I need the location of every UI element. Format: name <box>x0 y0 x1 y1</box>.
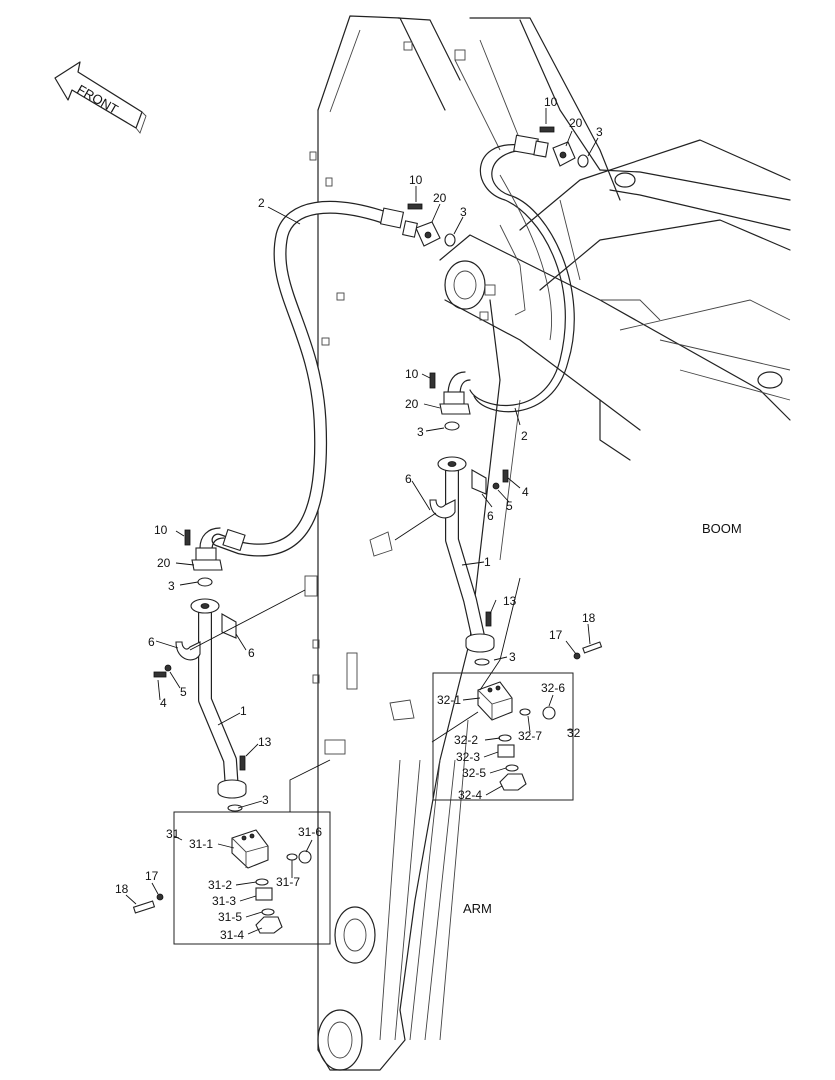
part-31-4: 31-4 <box>220 928 244 942</box>
label-1: 1 <box>484 555 491 569</box>
label-3: 3 <box>596 125 603 139</box>
hose-end-upper-right <box>513 134 549 158</box>
label-5: 5 <box>180 685 187 699</box>
part-31-2: 31-2 <box>208 878 232 892</box>
part-31-5: 31-5 <box>218 910 242 924</box>
label-4: 4 <box>160 696 167 710</box>
label-1: 1 <box>240 704 247 718</box>
bolt-18-left <box>132 893 164 914</box>
part-31-7: 31-7 <box>276 875 300 889</box>
label-20: 20 <box>433 191 447 205</box>
bolt-10-b <box>407 203 423 210</box>
part-32-2: 32-2 <box>454 733 478 747</box>
leader-lines <box>125 108 599 935</box>
group-31-number: 31 <box>166 827 180 841</box>
part-32-1: 32-1 <box>437 693 461 707</box>
label-18: 18 <box>582 611 596 625</box>
label-6: 6 <box>487 509 494 523</box>
part-31-1: 31-1 <box>189 837 213 851</box>
label-6: 6 <box>148 635 155 649</box>
label-13: 13 <box>258 735 272 749</box>
label-10: 10 <box>409 173 423 187</box>
label-3: 3 <box>509 650 516 664</box>
part-32-5: 32-5 <box>462 766 486 780</box>
part-32-7: 32-7 <box>518 729 542 743</box>
elbow-right <box>439 371 471 431</box>
clamp-6-right <box>429 469 509 519</box>
label-3: 3 <box>262 793 269 807</box>
arm-structure <box>304 15 621 1071</box>
label-13: 13 <box>503 594 517 608</box>
group-32-valve-assembly <box>432 672 574 801</box>
label-3: 3 <box>460 205 467 219</box>
label-17: 17 <box>145 869 159 883</box>
clamp-6-left <box>153 613 237 678</box>
group-32-number: 32 <box>567 726 581 740</box>
label-6: 6 <box>405 472 412 486</box>
label-10: 10 <box>405 367 419 381</box>
label-2: 2 <box>521 429 528 443</box>
bolt-13-left <box>239 755 246 771</box>
callout-labels: 10 20 3 10 20 3 2 2 10 20 3 6 6 4 5 1 13… <box>115 95 742 942</box>
bolt-18-right <box>573 641 603 660</box>
label-2: 2 <box>258 196 265 210</box>
bolt-10-c <box>429 372 436 389</box>
boom-structure <box>439 139 791 461</box>
label-17: 17 <box>549 628 563 642</box>
bolt-10-d <box>184 529 191 546</box>
group-31-valve-assembly <box>173 811 331 945</box>
label-18: 18 <box>115 882 129 896</box>
hose-2 <box>211 200 405 557</box>
arm-section-label: ARM <box>463 901 492 916</box>
elbow-left <box>191 527 225 587</box>
label-6: 6 <box>248 646 255 660</box>
bolt-13-right <box>485 611 492 627</box>
label-3: 3 <box>417 425 424 439</box>
part-31-3: 31-3 <box>212 894 236 908</box>
boom-section-label: BOOM <box>702 521 742 536</box>
part-32-3: 32-3 <box>456 750 480 764</box>
front-direction-arrow: FRONT <box>54 61 147 134</box>
part-32-6: 32-6 <box>541 681 565 695</box>
label-10: 10 <box>544 95 558 109</box>
label-5: 5 <box>506 499 513 513</box>
part-31-6: 31-6 <box>298 825 322 839</box>
part-32-4: 32-4 <box>458 788 482 802</box>
label-20: 20 <box>157 556 171 570</box>
label-20: 20 <box>405 397 419 411</box>
label-3: 3 <box>168 579 175 593</box>
label-10: 10 <box>154 523 168 537</box>
label-20: 20 <box>569 116 583 130</box>
tube-1-left <box>190 598 247 812</box>
label-4: 4 <box>522 485 529 499</box>
flange-clamp-upper-right <box>552 141 589 168</box>
front-arrow-label: FRONT <box>75 82 121 117</box>
hose-2-boom-side <box>469 144 575 413</box>
bolt-10-a <box>539 126 555 133</box>
flange-clamp-middle-upper <box>402 220 456 247</box>
